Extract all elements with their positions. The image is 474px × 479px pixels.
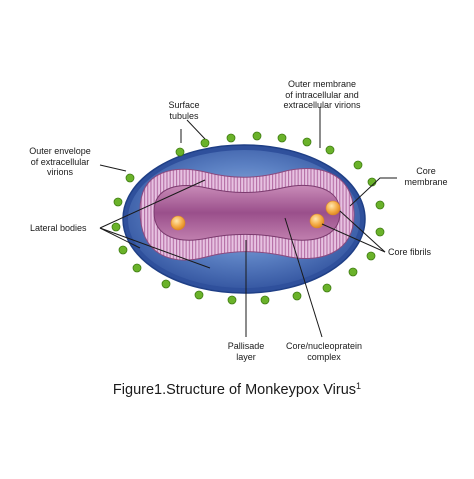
surface-tubule-knob bbox=[260, 295, 270, 305]
leader-outer-envelope bbox=[99, 164, 127, 172]
surface-tubule-knob bbox=[132, 263, 142, 273]
label-surface-tubules: Surface tubules bbox=[154, 100, 214, 121]
surface-tubule-knob bbox=[375, 200, 385, 210]
surface-tubule-knob bbox=[348, 267, 358, 277]
label-line: extracellular virions bbox=[283, 100, 361, 110]
surface-tubule-knob bbox=[194, 290, 204, 300]
surface-tubule-knob bbox=[175, 147, 185, 157]
label-line: of intracellular and bbox=[285, 89, 359, 100]
caption-superscript: 1 bbox=[356, 381, 362, 391]
core-fibril bbox=[325, 200, 341, 216]
leader-lines bbox=[99, 107, 397, 338]
core bbox=[153, 185, 341, 241]
leader-lateral-bodies-mid bbox=[99, 227, 141, 249]
surface-tubule-knob bbox=[227, 295, 237, 305]
surface-tubule-knob bbox=[125, 173, 135, 183]
label-line: Surface bbox=[168, 100, 200, 110]
leader-core-nucleoprotein bbox=[284, 217, 323, 338]
label-outer-envelope: Outer envelope of extracellular virions bbox=[20, 146, 100, 178]
surface-tubule-knob bbox=[111, 222, 121, 232]
leader-surface-tubules-2 bbox=[186, 119, 206, 140]
label-line: membrane bbox=[404, 176, 448, 187]
surface-tubule-knob bbox=[292, 291, 302, 301]
label-line: Pallisade bbox=[227, 341, 265, 351]
label-core-membrane: Core membrane bbox=[396, 166, 456, 187]
label-core-fibrils: Core fibrils bbox=[388, 247, 458, 258]
label-lateral-bodies: Lateral bodies bbox=[30, 223, 100, 234]
leader-core-fibrils-2 bbox=[321, 223, 386, 253]
surface-tubule-knob bbox=[302, 137, 312, 147]
label-line: Outer membrane bbox=[287, 79, 357, 89]
label-line: tubules bbox=[169, 110, 199, 121]
surface-tubule-knob bbox=[322, 283, 332, 293]
surface-tubule-knob bbox=[375, 227, 385, 237]
label-line: complex bbox=[307, 351, 341, 362]
leader-lateral-bodies-lower bbox=[99, 227, 211, 269]
leader-lateral-bodies-upper bbox=[99, 179, 206, 229]
surface-tubule-knob bbox=[200, 138, 210, 148]
label-line: Lateral bodies bbox=[30, 223, 87, 233]
surface-tubule-knob bbox=[277, 133, 287, 143]
surface-tubule-knob bbox=[118, 245, 128, 255]
label-line: Core bbox=[416, 166, 436, 176]
core-fibril bbox=[170, 215, 186, 231]
label-core-nucleoprotein: Core/nucleopratein complex bbox=[276, 341, 372, 362]
leader-core-membrane bbox=[349, 177, 397, 207]
surface-tubule-knob bbox=[226, 133, 236, 143]
surface-tubule-knob bbox=[252, 131, 262, 141]
label-line: Outer envelope bbox=[29, 146, 91, 156]
label-line: layer bbox=[236, 351, 256, 362]
surface-tubule-knob bbox=[325, 145, 335, 155]
surface-tubule-knob bbox=[353, 160, 363, 170]
figure-caption: Figure1.Structure of Monkeypox Virus1 bbox=[0, 381, 474, 398]
surface-tubule-knob bbox=[366, 251, 376, 261]
surface-tubule-knob bbox=[161, 279, 171, 289]
label-pallisade-layer: Pallisade layer bbox=[206, 341, 286, 362]
leader-core-fibrils-1 bbox=[339, 210, 386, 253]
caption-text: Figure1.Structure of Monkeypox Virus bbox=[112, 382, 357, 398]
core-fibrils bbox=[170, 200, 341, 231]
core-fibril bbox=[309, 213, 325, 229]
surface-tubules bbox=[111, 131, 385, 305]
label-line: of extracellular bbox=[30, 156, 90, 167]
label-line: Core fibrils bbox=[388, 247, 432, 257]
label-line: Core/nucleopratein bbox=[285, 341, 363, 351]
label-outer-membrane: Outer membrane of intracellular and extr… bbox=[260, 79, 384, 111]
label-line: virions bbox=[46, 167, 73, 177]
surface-tubule-knob bbox=[113, 197, 123, 207]
